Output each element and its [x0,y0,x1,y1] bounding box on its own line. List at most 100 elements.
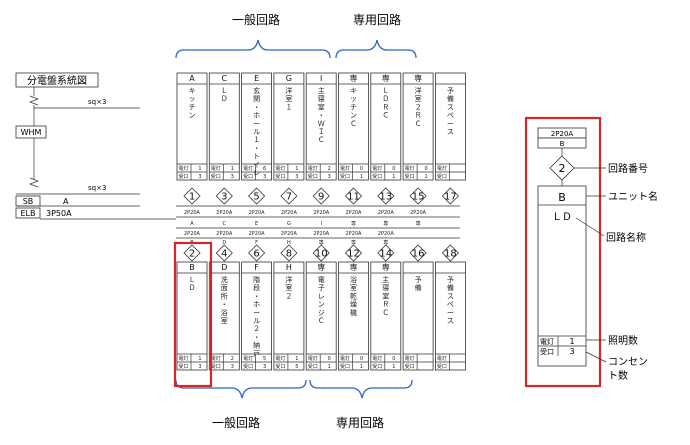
outlets-label: 受口 [275,363,285,370]
outlets-label: 受口 [243,363,253,370]
circuit-card [208,261,240,371]
callout-unit-name: ユニット名 [608,190,658,203]
outlets-label: 受口 [437,173,447,180]
circuit-name: 予備 [415,276,422,292]
lights-label: 電灯 [340,355,350,362]
breaker-unit: F [255,240,258,246]
circuit-name: 浴室乾燥機 [350,275,357,317]
breaker-rating: 2P20A [313,210,330,216]
circuit-card [305,72,337,181]
highlight-circuit-2 [173,241,213,388]
breaker-unit: C [223,221,227,227]
sq-label-2: sq×3 [88,184,106,192]
circuit-card [305,261,337,371]
lights-count: 1 [198,166,201,172]
circuit-unit: 専 [350,262,358,272]
circuit-unit: D [221,263,227,272]
circuit-card [370,261,402,371]
outlets-count: 1 [328,364,331,370]
circuit-unit: 専 [350,73,358,83]
breaker-rating: 2P20A [281,210,298,216]
circuit-number: 2 [189,249,195,260]
circuit-number: 11 [347,192,360,203]
outlets-label: 受口 [340,173,350,180]
circuit-card [208,72,240,181]
circuit-number-diamond [215,187,233,205]
circuit-card [273,261,305,371]
sq-label-1: sq×3 [88,98,106,106]
breaker-rating: 2P20A [249,231,266,237]
lights-count: 2 [328,166,331,172]
lights-label: 電灯 [405,165,415,172]
outlets-count: 1 [392,174,395,180]
outlets-count: 1 [360,364,363,370]
bottom-circuit-row: BＬＤ電灯受口132P20AB2D洗面所・浴室電灯受口232P20AD4F階段・… [176,231,466,371]
circuit-unit: 専 [317,262,325,272]
circuit-number: 17 [444,192,457,203]
legend-lights-value: 1 [569,337,574,346]
lights-label: 電灯 [437,355,447,362]
circuit-name: ＬＤＲＣ [382,87,389,120]
circuit-number-diamond [409,244,427,262]
circuit-card [434,261,466,371]
lights-count: 5 [263,356,266,362]
legend-breaker: 2P20A [551,130,574,138]
elb-value: 3P50A [46,209,72,218]
circuit-card [338,72,369,181]
callout-circuit-number: 回路番号 [608,162,648,175]
circuit-card [241,72,273,181]
circuit-number-diamond [441,187,459,205]
circuit-number: 12 [347,249,360,260]
legend-panel: 2P20A B 2 B ＬＤ 電灯 1 受口 3 回路番号 ユニット名 回路名称… [524,116,658,388]
outlets-label: 受口 [243,173,253,180]
callout-circuit-name: 回路名称 [606,231,646,244]
outlets-label: 受口 [372,173,382,180]
outlets-count: 3 [198,174,201,180]
lights-label: 電灯 [243,355,253,362]
circuit-unit: E [254,74,259,83]
circuit-number-diamond [312,244,330,262]
lights-count: 0 [392,166,395,172]
circuit-number-diamond [377,187,395,205]
lights-label: 電灯 [275,355,285,362]
circuit-number: 6 [253,249,259,260]
whm-box [15,125,47,139]
circuit-name: 玄関・ホール１・トイレ [253,86,260,177]
outlets-count: 3 [328,174,331,180]
breaker-unit: 専 [351,220,356,227]
breaker-unit: H [287,240,291,246]
bottom-dedicated-brace [309,379,413,399]
bottom-general-label: 一般回路 [212,415,260,430]
circuit-name: ＬＤ [189,276,196,292]
breaker-rating: 2P20A [378,210,395,216]
panel-title: 分電盤系統図 [27,74,87,87]
lights-label: 電灯 [179,165,189,172]
circuit-unit: C [222,74,228,83]
circuit-number-diamond [344,187,363,205]
circuit-number-diamond [183,244,201,262]
circuit-number-diamond [377,244,395,262]
circuit-unit: B [189,263,195,272]
breaker-rating: 2P20A [216,210,233,216]
lights-count: 0 [425,166,428,172]
callout-outlets-count-1: コンセン [608,356,648,368]
circuit-name: 洋室１ [285,86,292,111]
breaker-unit: 専 [351,239,356,246]
top-circuit-row: Aキッチン電灯受口1312P20AACＬＤ電灯受口1332P20ACE玄関・ホー… [176,72,466,227]
callout-lights-count: 照明数 [608,334,638,347]
lights-count: 0 [360,166,363,172]
circuit-name: 主寝室ＲＣ [382,275,389,317]
breaker-unit: G [287,221,291,227]
lights-label: 電灯 [275,165,285,172]
panel-title-box [15,72,99,88]
outlets-label: 受口 [405,363,415,370]
circuit-unit: G [286,74,292,83]
outlets-count: 3 [263,174,266,180]
lights-count: 0 [392,356,395,362]
